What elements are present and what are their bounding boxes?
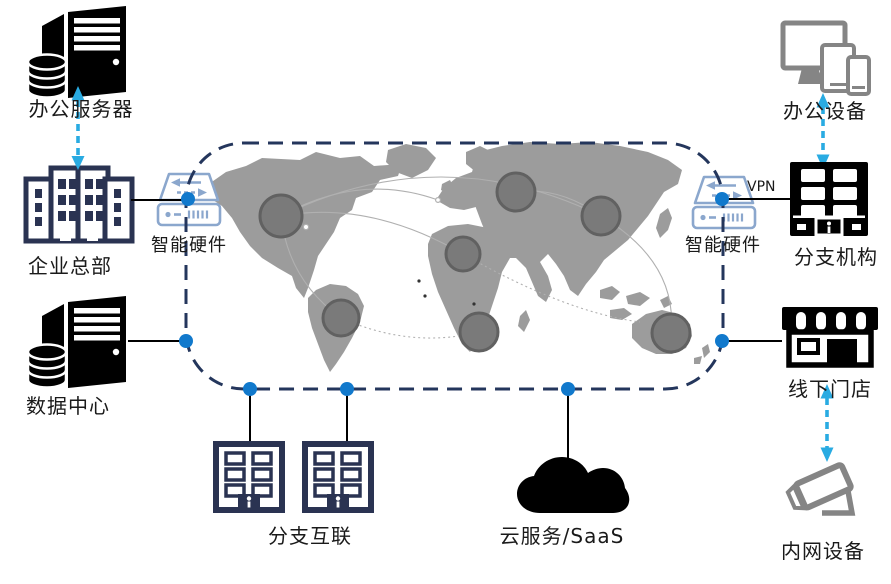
data-center-label: 数据中心 — [26, 394, 110, 418]
continent-sea-2 — [626, 292, 650, 306]
continent-uk — [441, 180, 454, 194]
hq-building-icon — [23, 165, 135, 244]
branch-building-icon — [302, 441, 374, 513]
continent-nz-south — [694, 356, 702, 364]
office-server-label: 办公服务器 — [28, 97, 134, 121]
branch-interconnect-label: 分支互联 — [268, 524, 352, 548]
server-icon — [26, 6, 126, 99]
office-devices-label: 办公设备 — [783, 99, 867, 123]
continent-madagascar — [518, 310, 530, 332]
cloud-saas-label: 云服务/SaaS — [499, 524, 625, 548]
hq-label: 企业总部 — [28, 254, 112, 278]
branch-building-icon — [213, 441, 285, 513]
edge-router-left-label: 智能硬件 — [151, 235, 227, 256]
world-map — [206, 142, 710, 372]
office-devices-icon — [780, 20, 871, 96]
intranet-devices-label: 内网设备 — [781, 539, 865, 563]
continent-sea-1 — [600, 286, 620, 300]
connector-lines — [128, 198, 790, 458]
camera-icon — [785, 462, 856, 516]
continent-asia — [472, 142, 682, 302]
continent-sea-3 — [610, 308, 632, 320]
connection-dots — [179, 192, 729, 396]
database-icon — [26, 53, 68, 99]
branch-office-label: 分支机构 — [794, 245, 878, 269]
sync-arrow-intranet-devices — [820, 384, 834, 462]
offline-store-label: 线下门店 — [788, 377, 872, 401]
continent-japan — [656, 208, 672, 238]
wan-boundary-dashed-border — [184, 141, 725, 391]
continent-nz-north — [702, 344, 710, 358]
sync-arrow-office-server — [71, 86, 85, 170]
database-icon — [26, 343, 68, 389]
map-pop-nodes — [258, 171, 692, 354]
vpn-label: VPN — [747, 179, 776, 195]
continent-greenland — [386, 144, 436, 178]
storefront-icon — [782, 307, 878, 368]
sync-arrow-office-devices — [816, 93, 830, 169]
edge-router-icon — [156, 172, 222, 227]
branch-office-building-icon — [790, 162, 868, 237]
edge-router-right-label: 智能硬件 — [685, 235, 761, 256]
server-icon — [26, 296, 126, 389]
cloud-icon — [517, 457, 630, 513]
